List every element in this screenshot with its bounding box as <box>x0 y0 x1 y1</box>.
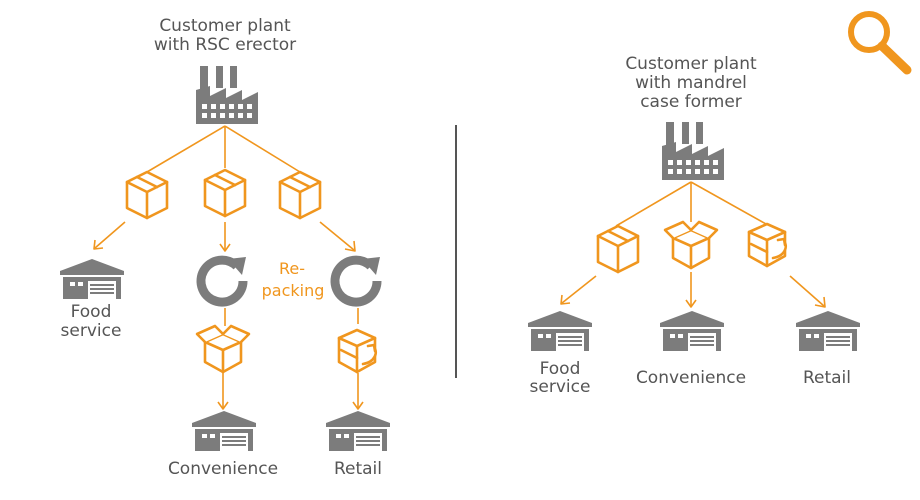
left-arrow-to-repack-convenience <box>219 222 231 252</box>
left-repack-convenience-icon <box>201 257 246 302</box>
left-open-box-convenience-icon <box>195 324 251 374</box>
right-retail-label: Retail <box>803 368 851 388</box>
left-food-service-warehouse-icon <box>60 259 124 299</box>
right-convenience-label: Convenience <box>636 368 746 388</box>
left-food-label-line2: service <box>61 321 122 341</box>
left-arrow-to-retail <box>352 373 364 410</box>
right-mandrel-box-retail-icon <box>747 222 788 268</box>
left-mandrel-box-retail-icon <box>337 328 378 374</box>
right-open-box-convenience-icon <box>663 220 719 270</box>
right-arrow-to-convenience <box>685 272 697 308</box>
right-plant-title-line1: Customer plant <box>625 54 757 74</box>
left-plant-title-line2: with RSC erector <box>154 35 296 55</box>
left-food-label-line1: Food <box>71 302 112 322</box>
right-box-food-icon <box>596 224 640 274</box>
right-food-service-warehouse-icon <box>528 311 592 351</box>
right-arrow-to-food <box>560 275 597 305</box>
left-repack-retail-icon <box>335 257 380 302</box>
left-factory-icon <box>196 66 258 124</box>
right-plant-title-line3: case former <box>640 92 742 112</box>
left-arrow-to-food <box>93 221 126 250</box>
right-arrow-to-retail <box>789 275 826 308</box>
right-convenience-warehouse-icon <box>660 311 724 351</box>
left-arrow-to-convenience <box>217 373 229 410</box>
left-retail-warehouse-icon <box>326 411 390 451</box>
right-plant-title-line2: with mandrel <box>635 73 747 93</box>
left-plant-title-line1: Customer plant <box>159 16 291 36</box>
repacking-label-line2: packing <box>262 281 325 300</box>
left-retail-label: Retail <box>334 459 382 479</box>
magnifier-icon[interactable] <box>848 11 912 75</box>
right-retail-warehouse-icon <box>796 311 860 351</box>
right-factory-icon <box>662 122 724 180</box>
left-arrow-to-repack-retail <box>319 221 356 252</box>
left-box-convenience-icon <box>203 168 247 218</box>
right-food-label-line2: service <box>530 377 591 397</box>
repacking-label-line1: Re- <box>279 259 305 278</box>
left-convenience-label: Convenience <box>168 459 278 479</box>
right-food-label-line1: Food <box>540 359 581 379</box>
left-convenience-warehouse-icon <box>192 411 256 451</box>
right-factory-links <box>615 181 767 227</box>
left-factory-links <box>146 125 301 173</box>
left-box-food-icon <box>125 170 169 220</box>
left-box-retail-icon <box>278 170 322 220</box>
